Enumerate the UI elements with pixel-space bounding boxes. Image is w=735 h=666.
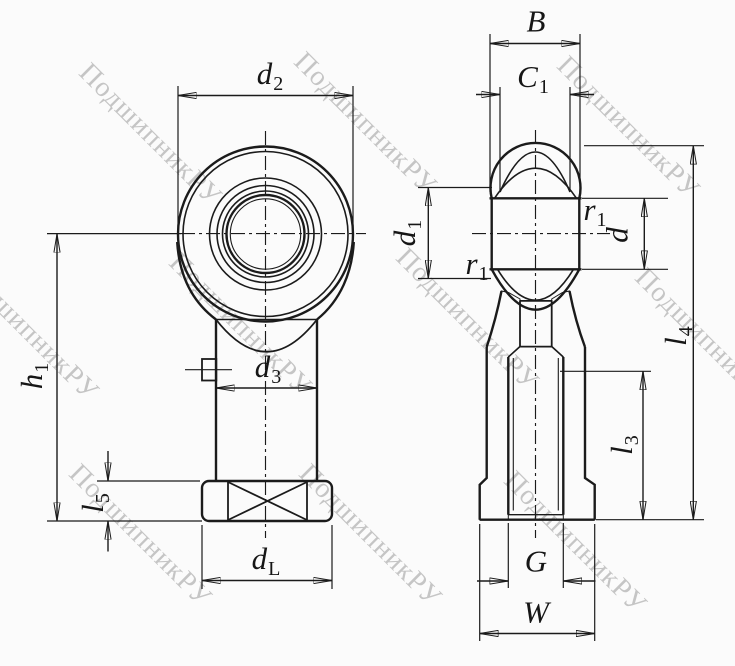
dim-label-d: d	[599, 227, 635, 243]
dim-label-base: d	[387, 230, 422, 247]
dim-label-r1-right: r1	[583, 194, 606, 230]
dim-label-d3: d3	[255, 351, 282, 387]
dim-label-subscript: 1	[404, 219, 426, 230]
dim-h1	[47, 233, 202, 522]
dim-label-base: d	[254, 349, 271, 384]
dim-B	[489, 34, 581, 192]
dim-label-h1: h1	[14, 362, 53, 390]
dim-label-l5: l5	[75, 493, 114, 513]
dim-label-base: d	[251, 541, 268, 576]
front-view	[47, 86, 366, 589]
dim-label-subscript: 1	[538, 76, 549, 98]
dim-l3	[560, 370, 651, 519]
dim-C1	[476, 87, 594, 190]
dim-dL	[201, 525, 333, 589]
dim-G	[477, 523, 596, 588]
dim-label-base: d	[256, 56, 273, 91]
dim-label-subscript: 1	[596, 209, 607, 231]
front-centerlines	[181, 131, 366, 538]
dim-label-base: r	[583, 192, 596, 227]
side-shank-section	[478, 290, 596, 521]
side-view	[418, 34, 704, 641]
dim-l5	[97, 451, 200, 552]
dim-label-base: B	[526, 3, 546, 39]
dim-label-base: h	[14, 373, 49, 390]
dim-label-subscript: L	[268, 558, 281, 580]
dim-d1	[418, 186, 492, 280]
dim-label-C1: C1	[517, 61, 549, 97]
dim-d2	[177, 86, 354, 231]
dim-l4	[584, 145, 704, 521]
dim-label-base: l	[604, 446, 639, 455]
dim-label-subscript: 1	[478, 263, 489, 285]
side-centerlines	[472, 130, 610, 538]
dim-label-subscript: 5	[92, 493, 114, 504]
dim-label-r1-left: r1	[465, 248, 488, 284]
dim-label-base: W	[523, 594, 549, 630]
dim-label-base: G	[524, 543, 548, 579]
dim-label-d2: d2	[257, 58, 284, 94]
dim-label-subscript: 3	[271, 366, 282, 388]
dim-label-base: l	[75, 504, 110, 513]
dim-label-base: C	[517, 59, 538, 94]
dim-d	[582, 197, 668, 270]
dim-label-G: G	[525, 546, 547, 577]
dim-label-base: d	[599, 227, 635, 243]
dim-label-subscript: 3	[621, 435, 643, 446]
dim-label-l3: l3	[604, 435, 643, 455]
dim-label-subscript: 2	[273, 73, 284, 95]
dim-label-subscript: 1	[31, 362, 53, 373]
front-body-outline	[176, 241, 355, 481]
front-nut	[200, 479, 334, 523]
dim-W	[479, 524, 596, 641]
dim-label-d1: d1	[387, 219, 426, 247]
dim-label-subscript: 4	[675, 326, 697, 337]
dim-label-W: W	[523, 597, 549, 628]
dim-label-base: l	[658, 337, 693, 346]
front-grease-nipple	[185, 358, 232, 382]
dim-label-B: B	[527, 6, 546, 37]
dim-label-dL: dL	[252, 543, 281, 579]
dim-label-l4: l4	[658, 326, 697, 346]
dim-label-base: r	[465, 246, 478, 281]
